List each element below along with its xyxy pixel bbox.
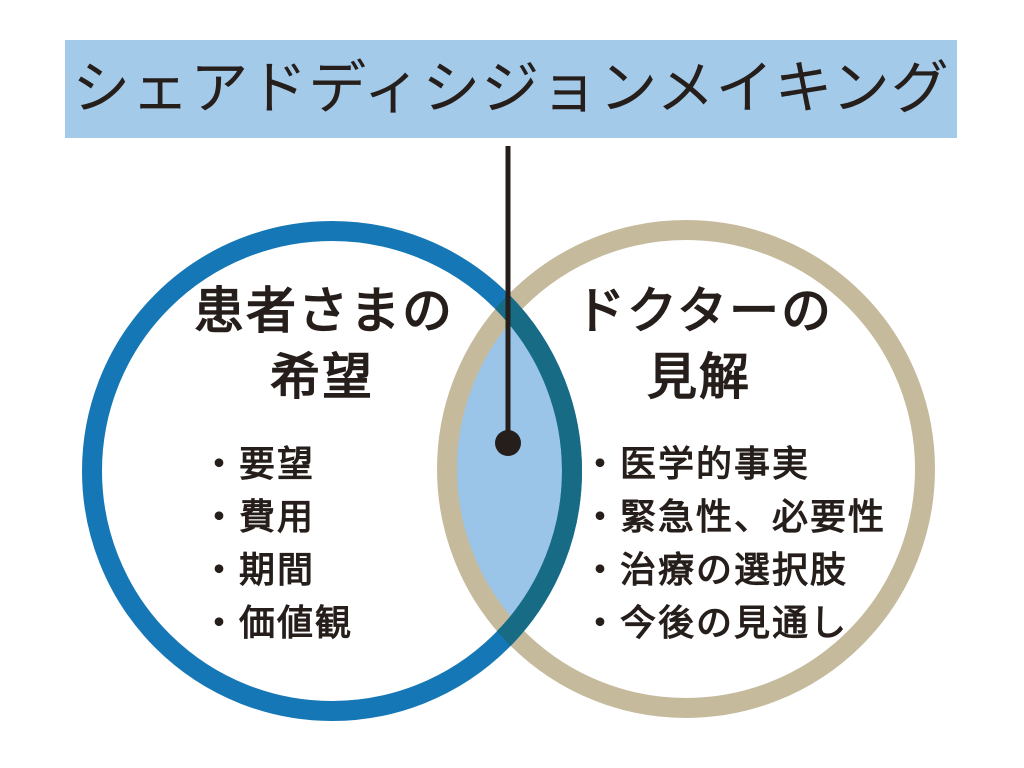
list-item: ・要望: [201, 437, 353, 490]
bullet-dot: ・: [201, 549, 240, 590]
patient-items-list: ・要望 ・費用 ・期間 ・価値観: [201, 437, 353, 649]
diagram-title: シェアドディシジョンメイキング: [72, 56, 950, 121]
list-item-label: 価値観: [239, 602, 354, 643]
list-item-label: 期間: [239, 549, 316, 590]
bullet-dot: ・: [201, 496, 240, 537]
bullet-dot: ・: [582, 602, 621, 643]
list-item: ・今後の見通し: [582, 596, 886, 649]
list-item: ・治療の選択肢: [582, 543, 886, 596]
list-item: ・緊急性、必要性: [582, 490, 886, 543]
list-item-label: 費用: [239, 496, 316, 537]
title-banner: [65, 40, 957, 138]
list-item-label: 今後の見通し: [620, 602, 849, 643]
list-item-label: 医学的事実: [620, 443, 811, 484]
bullet-dot: ・: [201, 443, 240, 484]
list-item-label: 治療の選択肢: [620, 549, 849, 590]
doctor-heading-line2: 見解: [647, 349, 751, 405]
list-item-label: 緊急性、必要性: [620, 496, 887, 537]
list-item: ・費用: [201, 490, 353, 543]
doctor-items-list: ・医学的事実 ・緊急性、必要性 ・治療の選択肢 ・今後の見通し: [582, 437, 886, 649]
list-item: ・価値観: [201, 596, 353, 649]
patient-heading-line1: 患者さまの: [194, 283, 454, 339]
bullet-dot: ・: [582, 549, 621, 590]
doctor-circle-outline: [437, 220, 935, 718]
list-item: ・医学的事実: [582, 437, 886, 490]
patient-heading-line2: 希望: [270, 349, 374, 405]
bullet-dot: ・: [582, 443, 621, 484]
doctor-heading-line1: ドクターの: [575, 283, 833, 339]
list-item: ・期間: [201, 543, 353, 596]
bullet-dot: ・: [582, 496, 621, 537]
list-item-label: 要望: [239, 443, 316, 484]
connector-dot: [495, 430, 521, 456]
patient-circle-overlap-arc: [437, 221, 582, 718]
bullet-dot: ・: [201, 602, 240, 643]
